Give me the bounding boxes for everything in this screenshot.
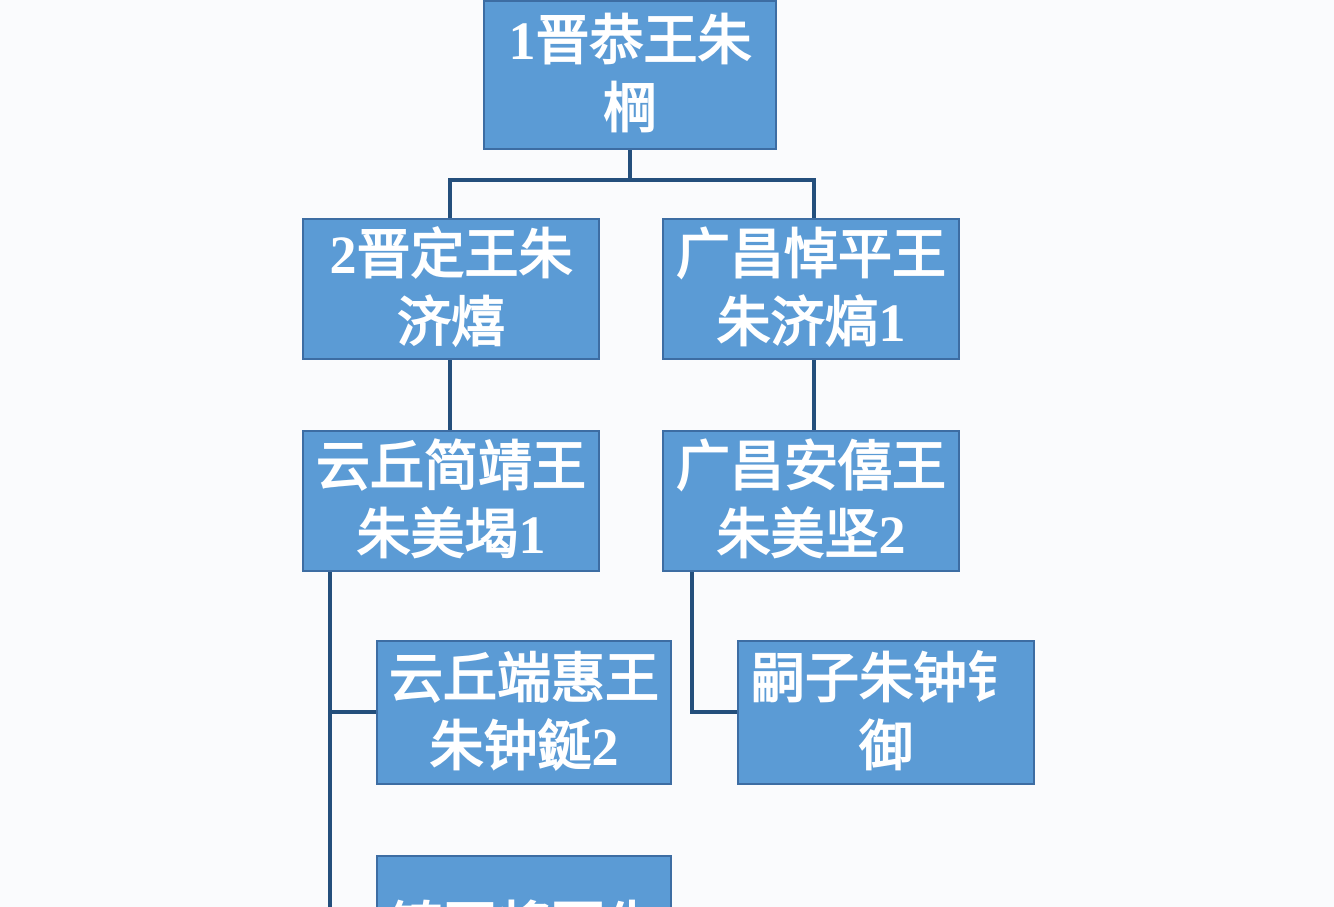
connector-line-n3-n5 bbox=[812, 360, 816, 430]
org-node-jin-ding-wang-zhu-jixi: 2晋定王朱 济熺 bbox=[302, 218, 600, 360]
node-text-line: 济熺 bbox=[397, 293, 505, 353]
node-text-line: 镇国将军朱 bbox=[389, 894, 659, 907]
node-text-line: 朱钟鋋2 bbox=[429, 716, 619, 777]
node-text-line: 2晋定王朱 bbox=[329, 225, 573, 285]
node-text-line: 朱济熇1 bbox=[716, 293, 906, 353]
org-node-guangchang-anxi-wang-zhu-meijian: 广昌安僖王 朱美坚2 bbox=[662, 430, 960, 572]
node-text-line: 1晋恭王朱 bbox=[508, 11, 752, 71]
org-node-yunqiu-jianjing-wang-zhu-meie: 云丘简靖王 朱美堨1 bbox=[302, 430, 600, 572]
node-text-line: 御 bbox=[859, 716, 913, 777]
node-text-line: 朱美坚2 bbox=[716, 505, 906, 565]
node-text-line: 广昌悼平王 bbox=[676, 225, 946, 285]
node-text-line: 云丘简靖王 bbox=[316, 437, 586, 497]
connector-line-n2-n4 bbox=[448, 360, 452, 430]
connector-line-n5-n7-vertical bbox=[690, 572, 694, 714]
connector-line-n5-n7-elbow bbox=[690, 710, 737, 714]
node-text-line: 广昌安僖王 bbox=[676, 437, 946, 497]
org-node-sizi-zhu-zhong: 嗣子朱钟钅 御 bbox=[737, 640, 1035, 785]
connector-line-n4-n6-elbow bbox=[328, 710, 376, 714]
node-text-line: 嗣子朱钟钅 bbox=[751, 648, 1021, 709]
node-text-line: 云丘端惠王 bbox=[389, 648, 659, 709]
org-node-jin-gong-wang-zhu-gang: 1晋恭王朱 棡 bbox=[483, 0, 777, 150]
connector-line-n1-n2-drop bbox=[448, 180, 452, 218]
org-node-yunqiu-duanhui-wang-zhu-zhongyan: 云丘端惠王 朱钟鋋2 bbox=[376, 640, 672, 785]
connector-line-n1-n3-drop bbox=[812, 180, 816, 218]
node-text-line: 棡 bbox=[603, 79, 657, 139]
org-node-guangchang-daoping-wang-zhu-jihe: 广昌悼平王 朱济熇1 bbox=[662, 218, 960, 360]
org-node-zhenguo-jiangjun-zhu-truncated: 镇国将军朱 bbox=[376, 855, 672, 907]
node-text-line: 朱美堨1 bbox=[356, 505, 546, 565]
connector-line-n1-crossbar bbox=[448, 178, 816, 182]
connector-line-n4-descendants bbox=[328, 572, 332, 907]
connector-line-n1-stem bbox=[628, 150, 632, 180]
